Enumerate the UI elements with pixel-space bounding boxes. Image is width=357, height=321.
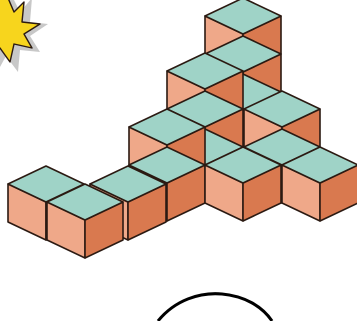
starburst-icon <box>0 0 48 78</box>
speech-oval-partial <box>158 294 272 321</box>
cube-group <box>8 0 357 258</box>
